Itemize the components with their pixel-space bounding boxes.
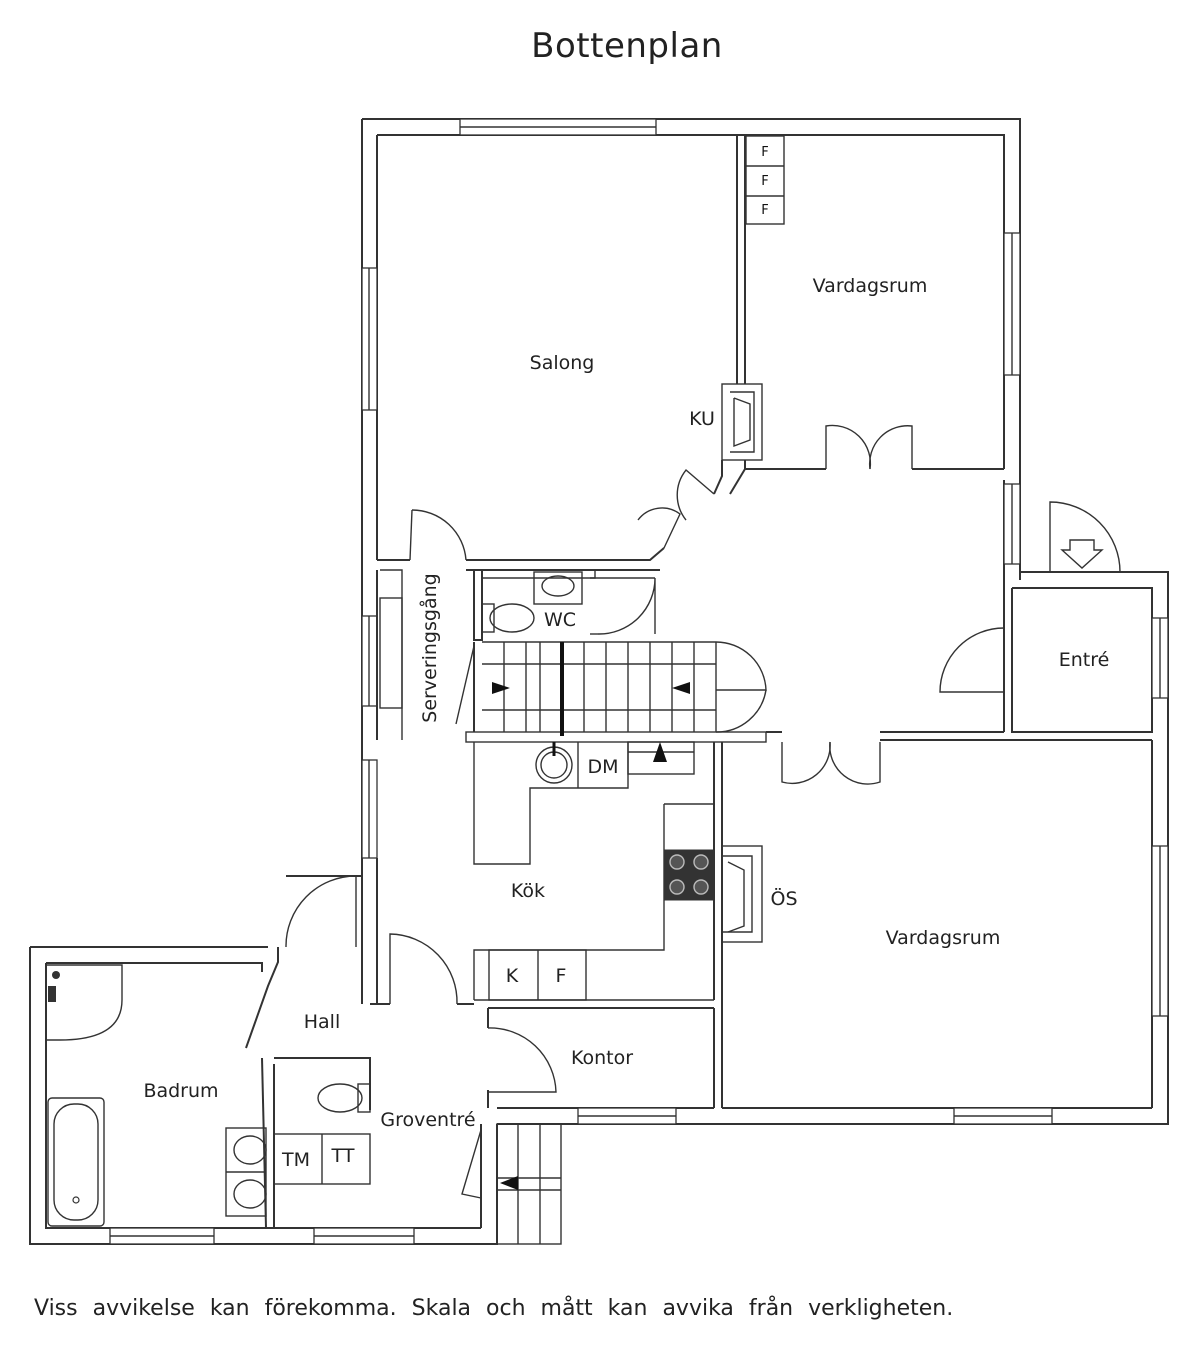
stair-steps [482,642,717,732]
room-labels: Salong Vardagsrum KU Entré Serveringsgån… [143,145,1109,1171]
wardrobe-label: F [761,203,768,218]
doors [285,424,1121,1199]
disclaimer: Viss avvikelse kan förekomma. Skala och … [34,1296,954,1321]
interior-walls [45,135,1152,1245]
exterior-walls [29,118,1169,1245]
room-groventre: Groventré [380,1109,475,1131]
windows [109,118,1169,1245]
label-f: F [556,965,567,987]
room-kontor: Kontor [571,1047,633,1069]
label-tt: TT [331,1145,355,1167]
room-hall: Hall [304,1011,341,1033]
room-kok: Kök [511,880,545,902]
label-dm: DM [587,756,618,778]
wardrobe-label: F [761,145,768,160]
room-wc: WC [544,609,576,631]
room-entre: Entré [1059,649,1110,671]
label-os: ÖS [770,887,797,910]
label-ku: KU [689,408,715,430]
room-serveringsgang: Serveringsgång [418,573,441,722]
room-vardagsrum-top: Vardagsrum [813,275,928,297]
room-badrum: Badrum [143,1080,218,1102]
wardrobe-label: F [761,174,768,189]
room-vardagsrum-bottom: Vardagsrum [886,927,1001,949]
room-salong: Salong [530,352,595,374]
page-title: Bottenplan [531,26,723,66]
floor-plan: Salong Vardagsrum KU Entré Serveringsgån… [29,118,1169,1245]
label-tm: TM [281,1149,310,1171]
label-k: K [506,965,519,987]
